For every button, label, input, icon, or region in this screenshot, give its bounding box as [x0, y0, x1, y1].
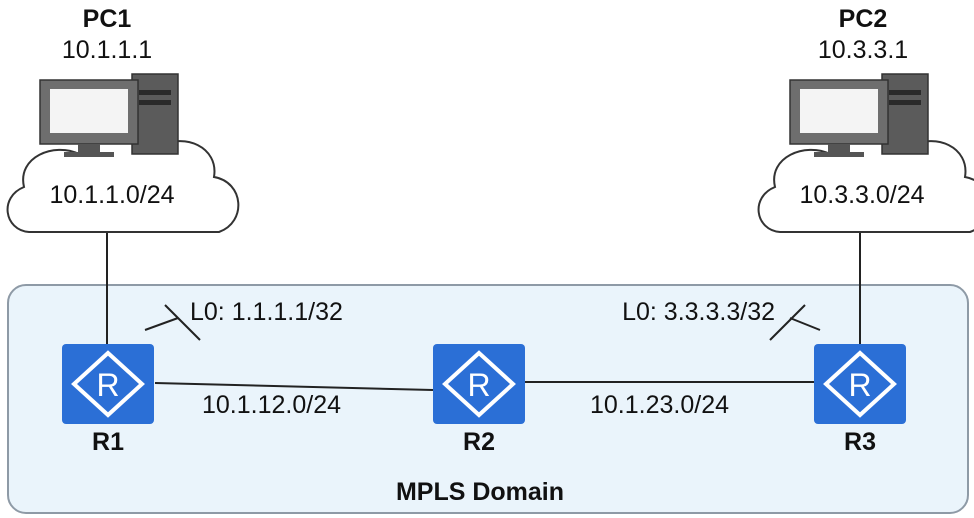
pc1-ip: 10.1.1.1 — [62, 36, 152, 64]
router-r3-name: R3 — [844, 428, 876, 456]
mpls-domain-label: MPLS Domain — [396, 478, 564, 506]
r3-loopback-label: L0: 3.3.3.3/32 — [622, 298, 775, 326]
pc1-subnet: 10.1.1.0/24 — [49, 181, 174, 209]
svg-text:R: R — [96, 367, 119, 403]
router-r2-icon: R — [433, 344, 525, 424]
loopback-r1-icon — [144, 304, 201, 341]
r1-loopback-label: L0: 1.1.1.1/32 — [190, 298, 343, 326]
link-r1-r2 — [154, 382, 434, 391]
router-r1-icon: R — [62, 344, 154, 424]
link-r1-r2-label: 10.1.12.0/24 — [202, 391, 341, 419]
router-r1-name: R1 — [92, 428, 124, 456]
pc2-name: PC2 — [839, 5, 888, 33]
loopback-r3-icon — [769, 304, 821, 341]
router-r3-icon: R — [814, 344, 906, 424]
pc1-computer-icon — [39, 73, 179, 157]
pc1-name: PC1 — [83, 5, 132, 33]
link-r2-r3-label: 10.1.23.0/24 — [590, 391, 729, 419]
pc2-computer-icon — [789, 73, 929, 157]
pc2-ip: 10.3.3.1 — [818, 36, 908, 64]
svg-text:R: R — [467, 367, 490, 403]
svg-text:R: R — [848, 367, 871, 403]
router-r2-name: R2 — [463, 428, 495, 456]
pc2-subnet: 10.3.3.0/24 — [799, 181, 924, 209]
